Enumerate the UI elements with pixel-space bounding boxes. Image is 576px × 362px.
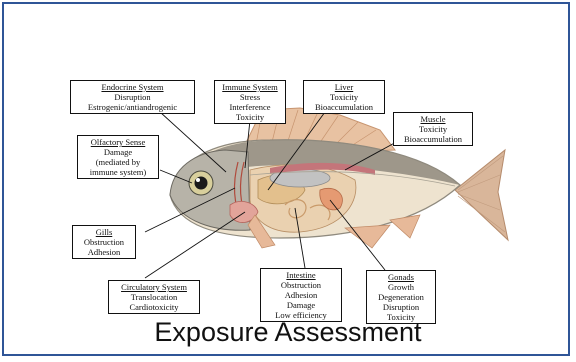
label-muscle: Muscle Toxicity Bioaccumulation	[393, 112, 473, 146]
intestine-line-1: Obstruction	[265, 280, 337, 290]
label-circulatory-system: Circulatory System Translocation Cardiot…	[108, 280, 200, 314]
intestine-title: Intestine	[265, 270, 337, 280]
immune-title: Immune System	[219, 82, 281, 92]
gonads-title: Gonads	[371, 272, 431, 282]
endocrine-title: Endocrine System	[75, 82, 190, 92]
liver-line-2: Bioaccumulation	[308, 102, 380, 112]
gonads-line-1: Growth	[371, 282, 431, 292]
gonads-line-3: Disruption	[371, 302, 431, 312]
immune-line-1: Stress	[219, 92, 281, 102]
label-gonads: Gonads Growth Degeneration Disruption To…	[366, 270, 436, 324]
circulatory-line-1: Translocation	[113, 292, 195, 302]
label-endocrine-system: Endocrine System Disruption Estrogenic/a…	[70, 80, 195, 114]
label-gills: Gills Obstruction Adhesion	[72, 225, 136, 259]
gonads-line-2: Degeneration	[371, 292, 431, 302]
label-liver: Liver Toxicity Bioaccumulation	[303, 80, 385, 114]
olfactory-line-2: (mediated by	[82, 157, 154, 167]
gills-line-2: Adhesion	[77, 247, 131, 257]
muscle-line-2: Bioaccumulation	[398, 134, 468, 144]
gills-title: Gills	[77, 227, 131, 237]
intestine-line-3: Damage	[265, 300, 337, 310]
slide-caption: Exposure Assessment	[0, 317, 576, 348]
gills-line-1: Obstruction	[77, 237, 131, 247]
immune-line-3: Toxicity	[219, 112, 281, 122]
muscle-line-1: Toxicity	[398, 124, 468, 134]
intestine-line-2: Adhesion	[265, 290, 337, 300]
olfactory-line-3: immune system)	[82, 167, 154, 177]
endocrine-line-2: Estrogenic/antiandrogenic	[75, 102, 190, 112]
liver-line-1: Toxicity	[308, 92, 380, 102]
endocrine-line-1: Disruption	[75, 92, 190, 102]
label-immune-system: Immune System Stress Interference Toxici…	[214, 80, 286, 124]
label-olfactory-sense: Olfactory Sense Damage (mediated by immu…	[77, 135, 159, 179]
label-intestine: Intestine Obstruction Adhesion Damage Lo…	[260, 268, 342, 322]
muscle-title: Muscle	[398, 114, 468, 124]
immune-line-2: Interference	[219, 102, 281, 112]
olfactory-title: Olfactory Sense	[82, 137, 154, 147]
liver-title: Liver	[308, 82, 380, 92]
olfactory-line-1: Damage	[82, 147, 154, 157]
circulatory-title: Circulatory System	[113, 282, 195, 292]
circulatory-line-2: Cardiotoxicity	[113, 302, 195, 312]
